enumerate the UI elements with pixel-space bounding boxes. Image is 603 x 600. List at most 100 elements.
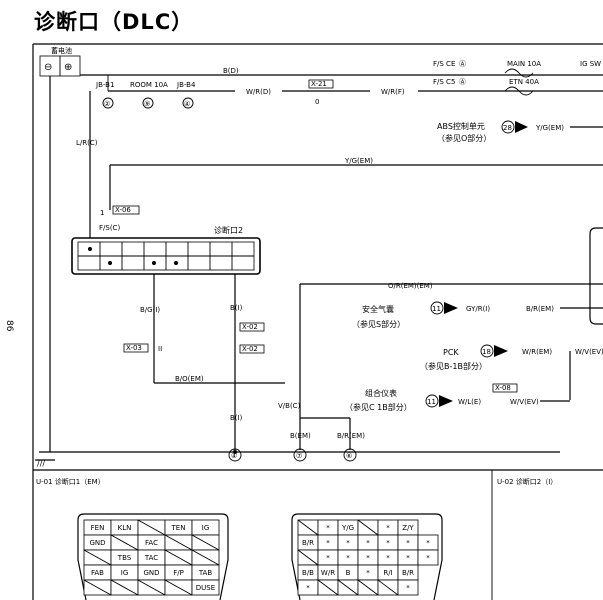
empty-terminal-slash [137,579,166,596]
terminal-cell [191,579,220,596]
terminal-label: F/P [173,569,184,577]
battery-negative: ⊖ [44,62,52,73]
svg-text:IG SW: IG SW [580,60,601,68]
ground-point-4 [228,448,242,462]
empty-terminal-slash [83,549,112,566]
splice-x03 [123,343,149,353]
svg-text:诊断口2: 诊断口2 [214,225,243,235]
terminal-label: * [346,539,350,547]
svg-text:X-08: X-08 [495,384,511,392]
terminal-label: * [386,539,390,547]
svg-text:B/G(I): B/G(I) [140,306,160,314]
terminal-label: TEN [171,524,186,532]
terminal-label: W/R [321,569,335,577]
empty-terminal-slash [357,519,379,536]
svg-text:F/S(C): F/S(C) [99,224,120,232]
terminal-label: * [386,524,390,532]
svg-text:④: ④ [184,100,190,108]
svg-text:X-03: X-03 [126,344,142,352]
svg-text:W/V(EV): W/V(EV) [575,348,603,356]
terminal-cell [397,579,419,596]
svg-text:Y/G(EM): Y/G(EM) [535,124,564,132]
ground-symbol-hatch: /// [37,459,45,468]
empty-terminal-slash [337,579,359,596]
terminal-cell [417,549,439,566]
right-module [589,227,603,325]
terminal-label: IG [121,569,129,577]
svg-text:11: 11 [427,398,436,406]
svg-text:PCK: PCK [443,348,459,357]
terminal-label: * [406,554,410,562]
battery-positive: ⊕ [64,62,72,73]
svg-text:（参见O部分）: （参见O部分） [437,133,491,143]
svg-text:W/R(EM): W/R(EM) [522,348,552,356]
fuse-label: ROOM 10A [130,81,168,89]
splice-x02b [239,344,265,354]
svg-text:⑥: ⑥ [346,452,352,460]
terminal-label: * [426,539,430,547]
battery: 蓄电池 ⊖ ⊕ [39,46,81,77]
empty-terminal-slash [164,579,193,596]
svg-text:安全气囊: 安全气囊 [362,304,394,314]
wire-label-wrf: W/R(F) [381,88,405,96]
dlc2-connector: 诊断口2 [71,225,261,275]
empty-terminal-slash [110,579,139,596]
svg-text:MAIN 10A: MAIN 10A [507,60,541,68]
fuse-group-right: F/S CE Ⓐ MAIN 10A F/S C5 Ⓐ ETN 40A IG SW [433,60,601,96]
svg-text:Y/G(EM): Y/G(EM) [344,157,373,165]
terminal-label: B/B [302,569,314,577]
empty-terminal-slash [110,534,139,551]
svg-text:L/R(C): L/R(C) [76,139,98,147]
wire-label-wrd: W/R(D) [246,88,271,96]
empty-terminal-slash [317,579,339,596]
fuse-connector [142,97,154,109]
terminal-label: B/R [402,569,414,577]
empty-terminal-slash [191,549,220,566]
terminal-label: * [346,554,350,562]
ground-connectors: ④ ⑦ ⑥ [228,448,357,462]
splice-x08 [492,383,518,393]
dlc1-outline [77,513,229,600]
terminal-label: * [326,524,330,532]
terminal-label: TAB [198,569,213,577]
terminal-label: * [366,539,370,547]
svg-text:O/R(EM)(EM): O/R(EM)(EM) [388,282,433,290]
svg-text:18: 18 [482,348,491,356]
pcm-module: PCK （参见B-1B部分） 18 W/R(EM) W/V(EV) [420,344,603,400]
svg-text:28: 28 [503,124,512,132]
svg-text:B(EM): B(EM) [290,432,311,440]
svg-text:ETN 40A: ETN 40A [509,78,539,86]
wire-label-bd: B(D) [223,67,239,75]
empty-terminal-slash [297,549,319,566]
svg-text:X-21: X-21 [311,80,327,88]
svg-text:Ⓐ: Ⓐ [459,60,466,68]
terminal-label: * [386,554,390,562]
page-title: 诊断口（DLC） [34,10,194,34]
svg-text:F/S CE: F/S CE [433,60,455,68]
instrument-cluster: 组合仪表 （参见C 1B部分） 11 W/L(E) W/V(EV) X-08 [345,383,570,412]
panel-title-left: U-01 诊断口1（EM） [36,477,105,486]
svg-text:（参见B-1B部分）: （参见B-1B部分） [420,361,487,371]
splice-x06 [112,205,140,215]
svg-text:⑨: ⑨ [144,100,150,108]
terminal-label: Z/Y [402,524,414,532]
fuse-label: JB-B1 [95,81,114,89]
svg-text:11: 11 [432,305,441,313]
svg-text:B/R(EM): B/R(EM) [337,432,365,440]
svg-text:（参见S部分）: （参见S部分） [352,319,405,329]
empty-terminal-slash [164,549,193,566]
terminal-label: GND [89,539,105,547]
svg-text:X-02: X-02 [242,323,258,331]
terminal-label: IG [202,524,210,532]
svg-text:②: ② [104,100,110,108]
svg-text:F/S C5: F/S C5 [433,78,455,86]
svg-text:V/B(C): V/B(C) [278,402,301,410]
terminal-label: B/R [302,539,314,547]
panel-title-right: U-02 诊断口2（I） [497,477,557,486]
svg-text:ABS控制单元: ABS控制单元 [437,121,485,131]
terminal-label: * [366,554,370,562]
svg-text:B/R(EM): B/R(EM) [526,305,554,313]
